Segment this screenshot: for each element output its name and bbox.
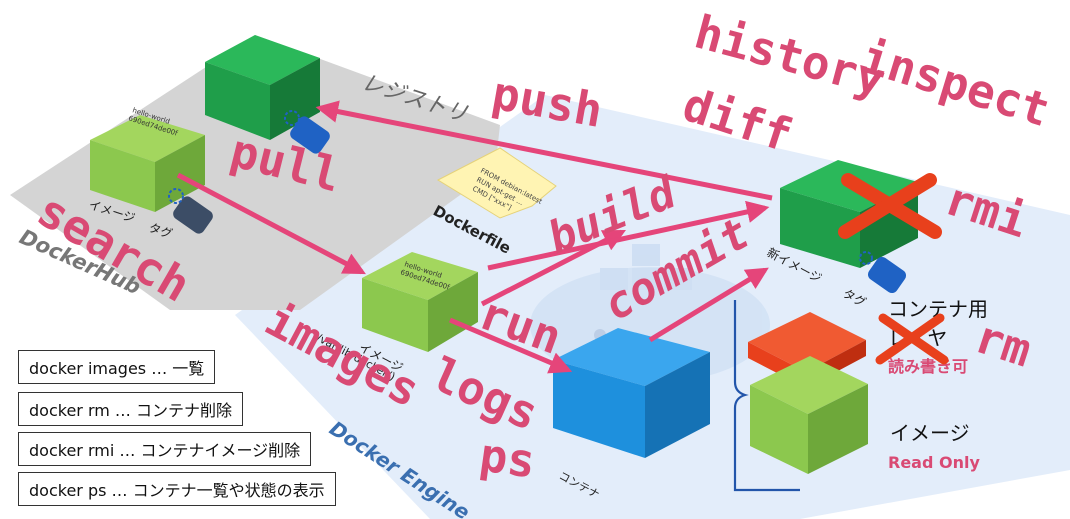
commit-arrow-2 [648,267,769,343]
cmd-ps: ps [476,427,538,488]
rm-cross-icon [875,313,949,365]
push-arrow [315,100,773,201]
dockerfile-note: FROM debian:latest RUN apt-get ... CMD [… [436,147,557,219]
local-image-cube: hello-world 690ed74de00f [362,252,478,352]
commit-arrow-1 [487,200,770,271]
legend-images: docker images … 一覧 [18,350,216,384]
container-cube [553,328,710,458]
image-layer-label: イメージ [890,421,970,445]
hub-tag-icon [168,188,213,234]
image-layer-cube [750,356,868,474]
legend-rmi: docker rmi … コンテナイメージ削除 [18,432,312,466]
hub-image-cube: hello-world 690ed74de00f [90,106,205,212]
cmd-inspect: inspect [855,29,1056,137]
dockerhub-area [10,35,500,310]
run-arrow [449,317,573,374]
legend-ps: docker ps … コンテナ一覧や状態の表示 [18,472,336,506]
read-only-label: Read Only [888,453,980,472]
new-tag-icon [859,251,907,294]
registry-image-cube [205,35,320,140]
pull-arrow [176,172,366,275]
rmi-cross-icon [838,173,942,239]
legend-rm: docker rm … コンテナ削除 [18,392,244,426]
read-write-label: 読み書き可 [888,357,968,376]
registry-tag-icon [284,110,330,154]
layer-bracket [733,300,800,492]
